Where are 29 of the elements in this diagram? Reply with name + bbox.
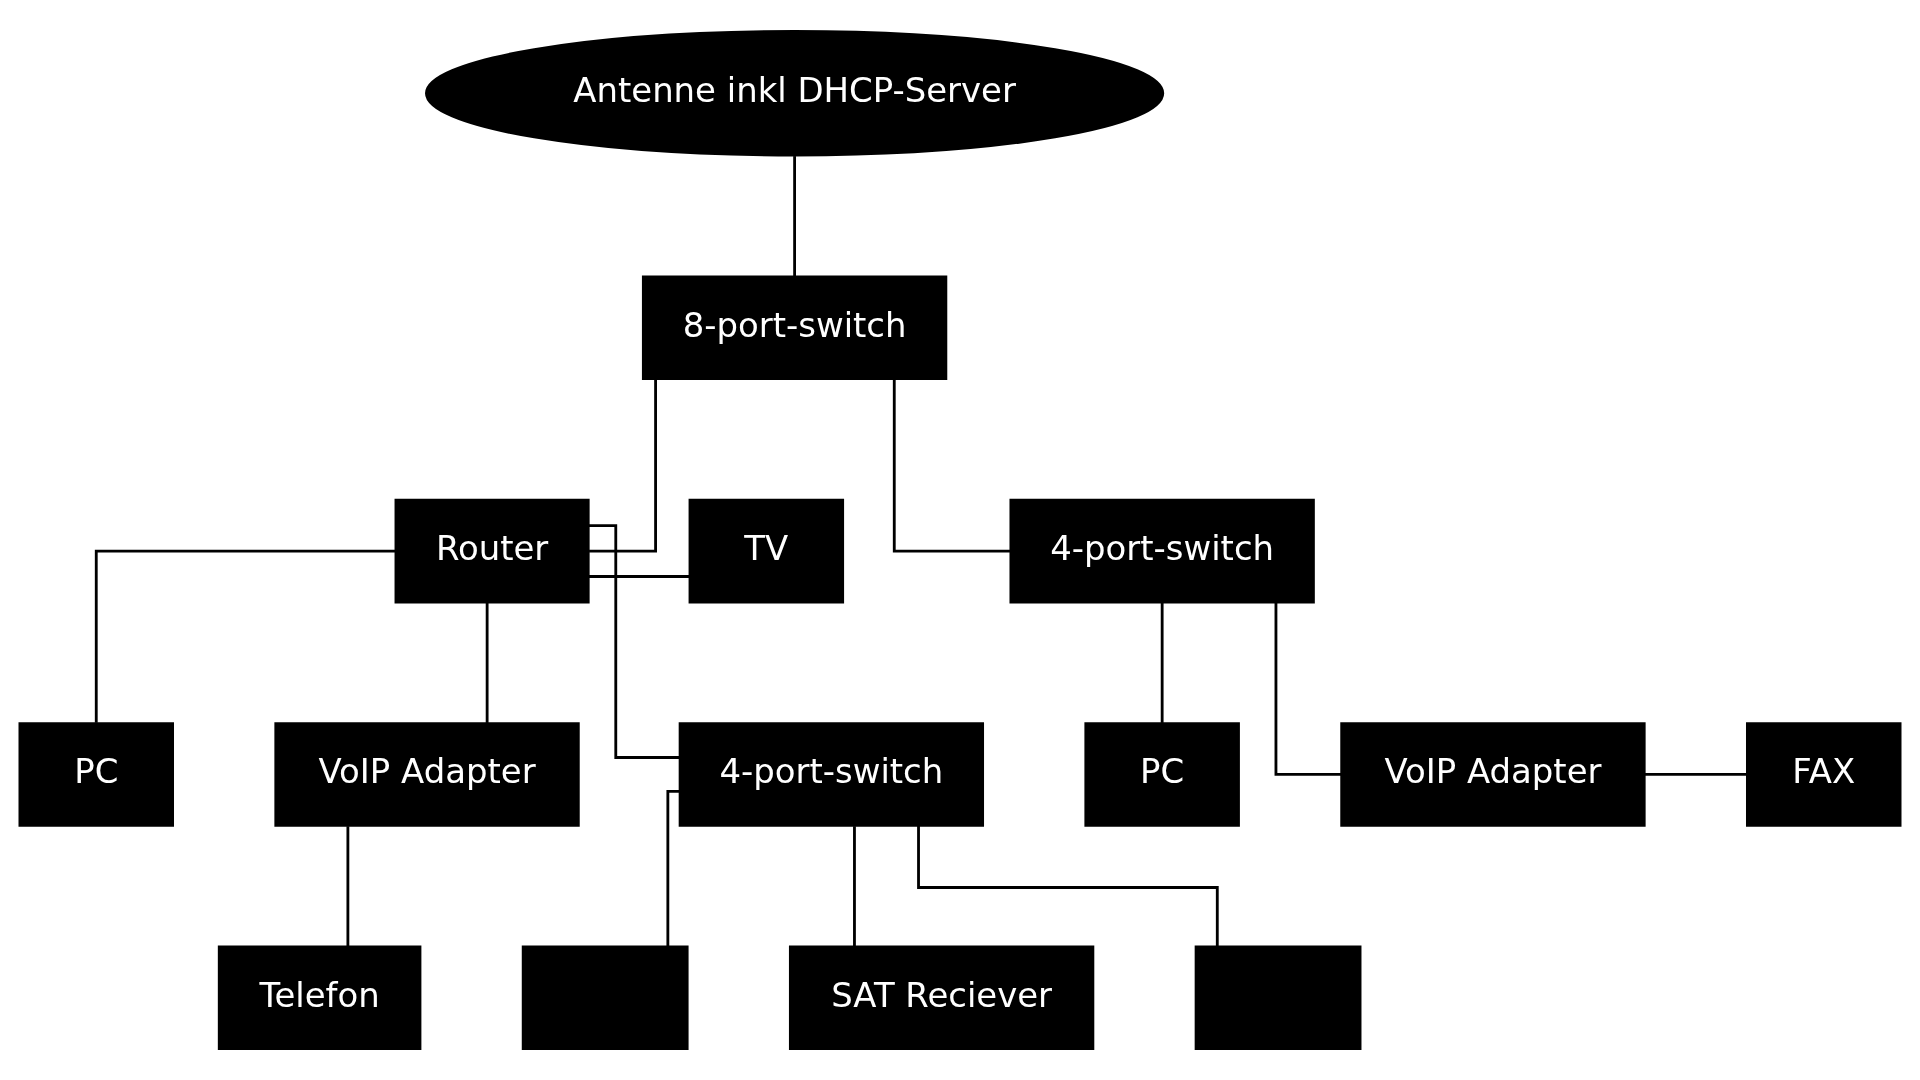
connector <box>1160 602 1164 723</box>
node-box: 4-port-switch <box>678 722 985 827</box>
node-box: FAX <box>1746 722 1902 827</box>
node-box: Telefon <box>217 945 422 1051</box>
node-box: PC <box>18 722 174 827</box>
connector <box>917 825 1219 947</box>
node-ellipse: Antenne inkl DHCP-Server <box>425 30 1165 157</box>
node-box: 4-port-switch <box>1009 498 1315 604</box>
connector <box>589 379 657 553</box>
node-box <box>1194 945 1362 1051</box>
connector <box>853 826 856 947</box>
node-box: TV <box>688 498 845 604</box>
connector <box>485 602 489 723</box>
node-box: SAT Reciever <box>788 945 1095 1051</box>
connector <box>1644 773 1747 776</box>
connector <box>892 379 1011 553</box>
connector <box>1274 602 1342 776</box>
node-box: PC <box>1084 722 1240 827</box>
node-box: VoIP Adapter <box>1340 722 1646 827</box>
node-box: Router <box>394 498 590 604</box>
connector <box>94 549 396 723</box>
connector <box>793 156 796 277</box>
connector <box>588 524 680 759</box>
node-box: VoIP Adapter <box>274 722 580 827</box>
node-box <box>521 945 689 1051</box>
connector <box>346 826 350 947</box>
node-box: 8-port-switch <box>641 275 948 381</box>
connector <box>588 575 690 578</box>
connector <box>666 790 680 947</box>
